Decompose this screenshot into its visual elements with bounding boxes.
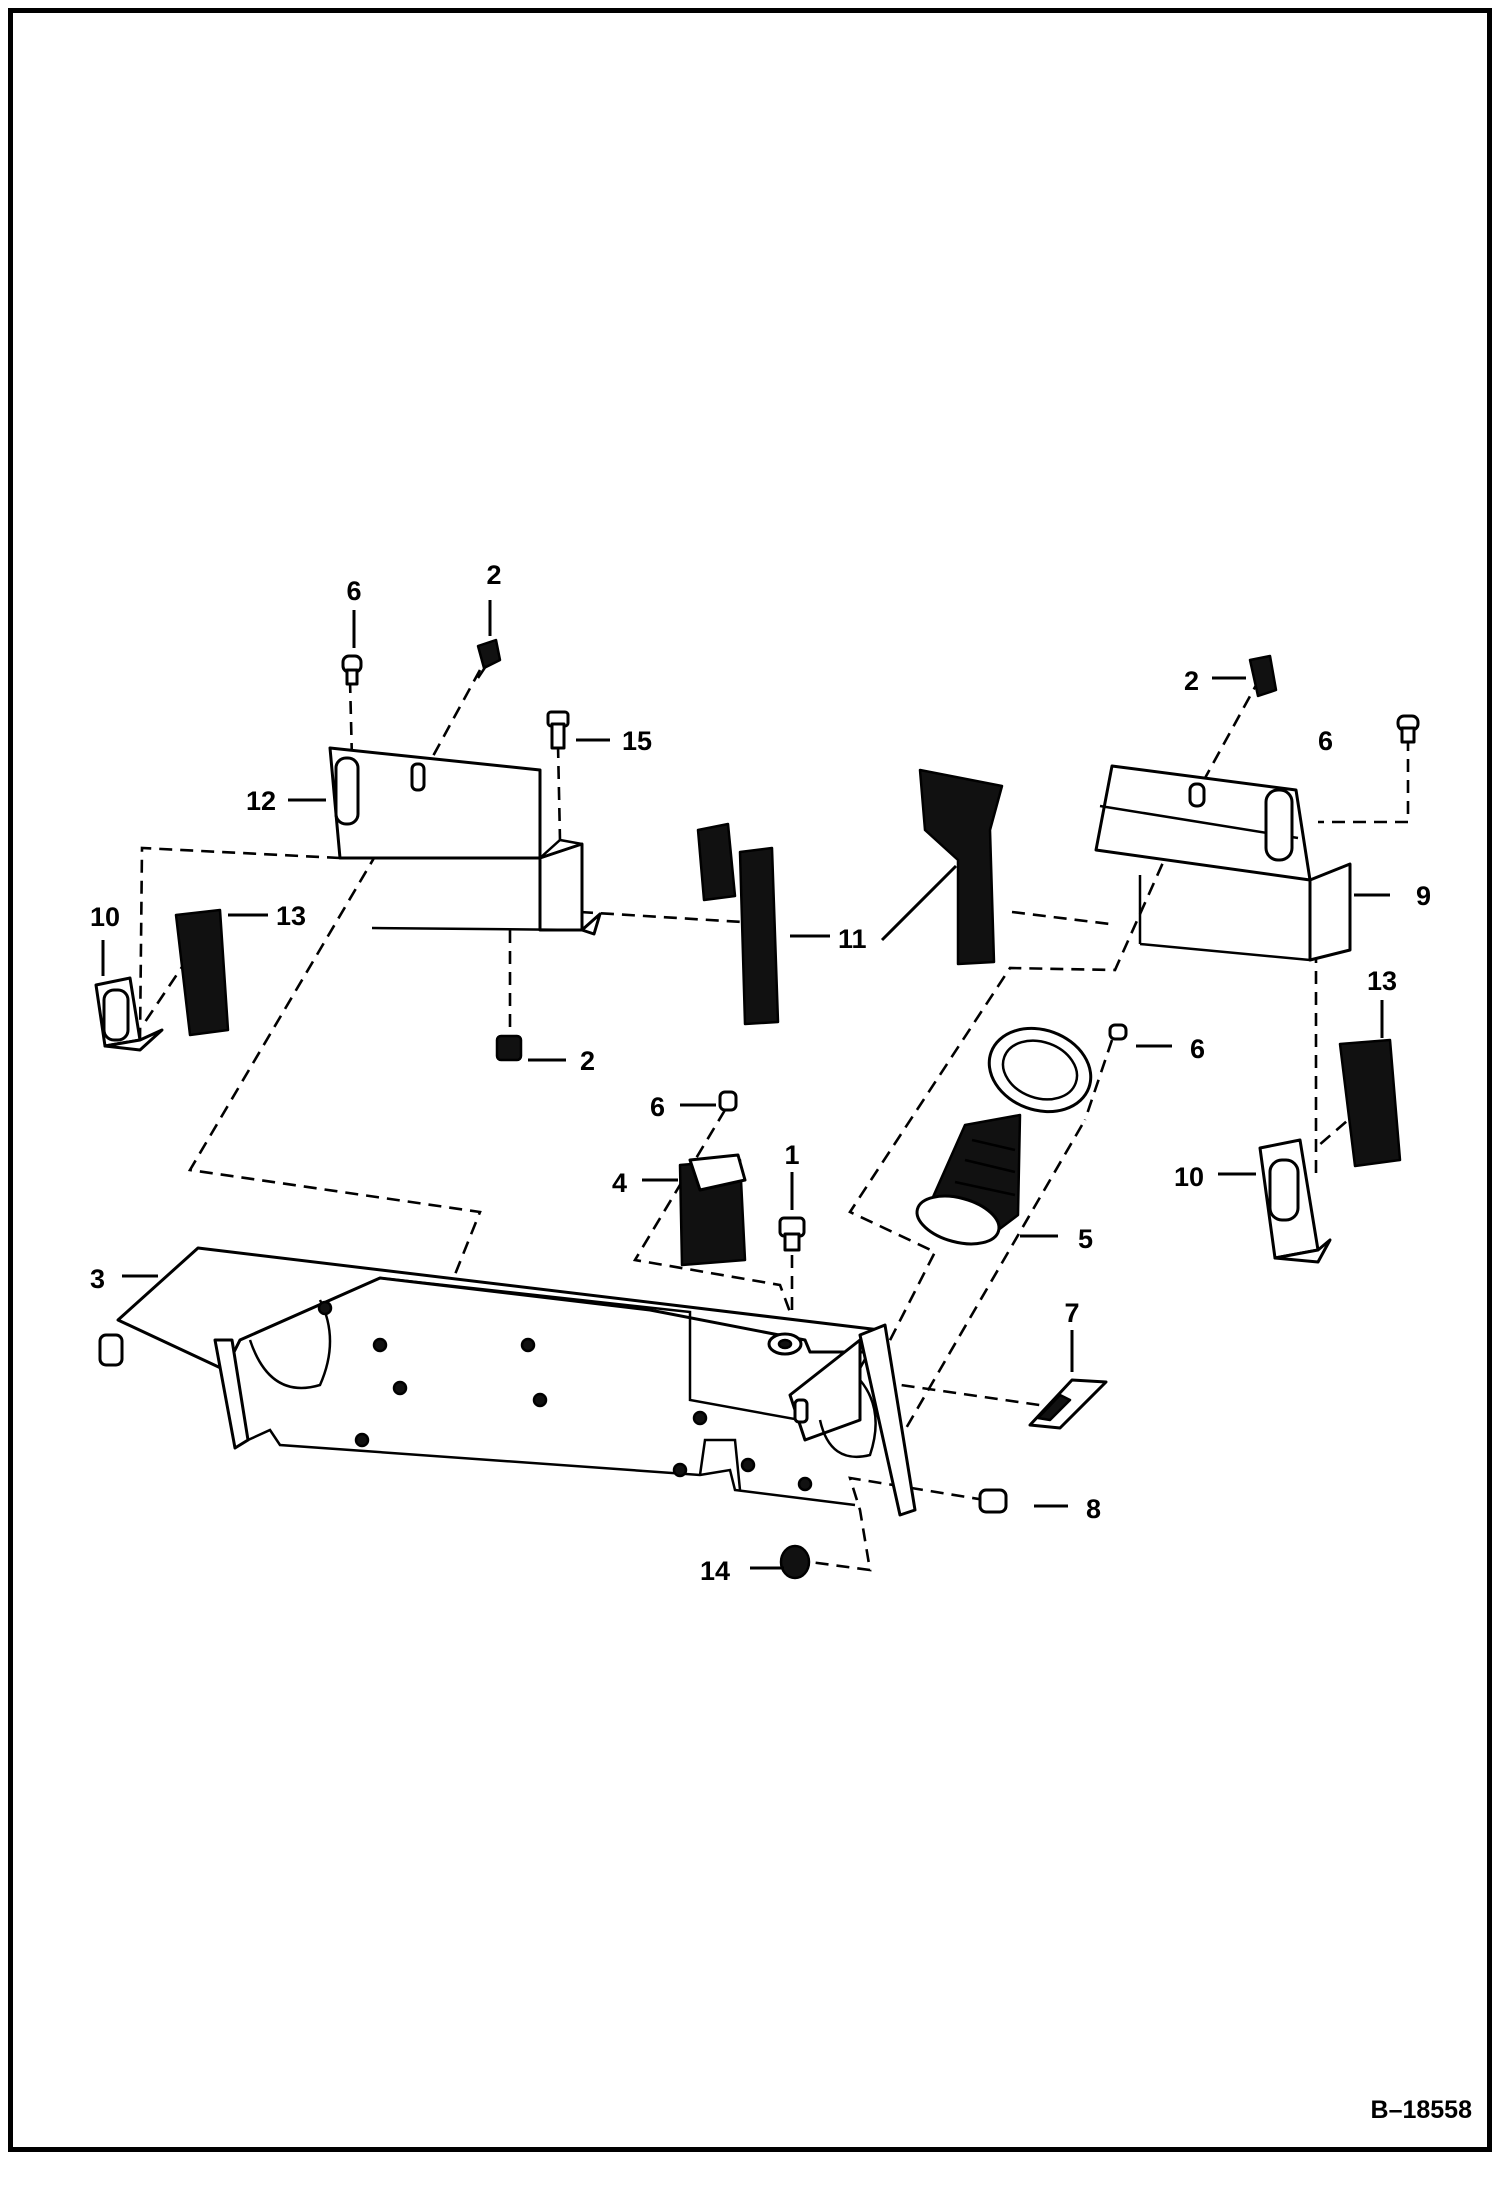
bolt-6-flange (1108, 1023, 1128, 1041)
callout-leaders (101, 600, 1390, 1570)
callout-2-bottom-left: 2 (580, 1046, 595, 1076)
bracket-4 (678, 1153, 747, 1267)
bracket-12 (328, 746, 602, 936)
nut-14 (779, 1544, 811, 1580)
bolt-1 (778, 1216, 806, 1252)
callout-3: 3 (90, 1264, 105, 1294)
callout-9: 9 (1416, 881, 1431, 911)
pad-13-right (1338, 1038, 1402, 1168)
callout-5: 5 (1078, 1224, 1093, 1254)
bracket-10-left (94, 976, 164, 1052)
fitting-7 (1028, 1378, 1108, 1430)
figure-id-label: B–18558 (1371, 2096, 1473, 2124)
callout-13-left: 13 (276, 901, 306, 931)
callout-13-right: 13 (1367, 966, 1397, 996)
callout-10-left: 10 (90, 902, 120, 932)
clip-11-left (696, 822, 780, 1026)
pad-13-left (174, 908, 230, 1037)
bolt-6-bracket-4 (718, 1090, 738, 1112)
callout-labels: 6 2 15 12 10 13 2 11 2 6 9 13 10 6 6 4 1… (90, 560, 1431, 1586)
bracket-9 (1094, 764, 1352, 962)
callout-4: 4 (612, 1168, 627, 1198)
callout-14: 14 (700, 1556, 730, 1586)
cover-3 (98, 1246, 917, 1517)
callout-7: 7 (1064, 1298, 1079, 1328)
bolt-6-right (1396, 714, 1420, 744)
callout-6-flange: 6 (1190, 1034, 1205, 1064)
callout-2-top-right: 2 (1184, 666, 1199, 696)
callout-2-top-left: 2 (486, 560, 501, 590)
callout-11: 11 (838, 924, 867, 954)
bolt-15 (546, 710, 570, 750)
callout-10-right: 10 (1174, 1162, 1204, 1192)
clip-11-right (918, 768, 1004, 966)
callout-6-bracket-4: 6 (650, 1092, 665, 1122)
bolt-2-top-left (476, 638, 502, 679)
callout-6-top-left: 6 (346, 576, 361, 606)
diagram-frame (8, 8, 1492, 2152)
callout-12: 12 (246, 786, 276, 816)
bolt-6-top-left (341, 654, 363, 686)
callout-15: 15 (622, 726, 652, 756)
flange-5 (915, 1026, 1093, 1246)
callout-1: 1 (784, 1140, 799, 1170)
bolt-8 (978, 1488, 1008, 1514)
bolt-2-top-right (1248, 654, 1278, 698)
callout-6-right: 6 (1318, 726, 1333, 756)
callout-8: 8 (1086, 1494, 1101, 1524)
bracket-10-right (1258, 1138, 1332, 1264)
bolt-2-bottom-left (495, 1034, 523, 1062)
